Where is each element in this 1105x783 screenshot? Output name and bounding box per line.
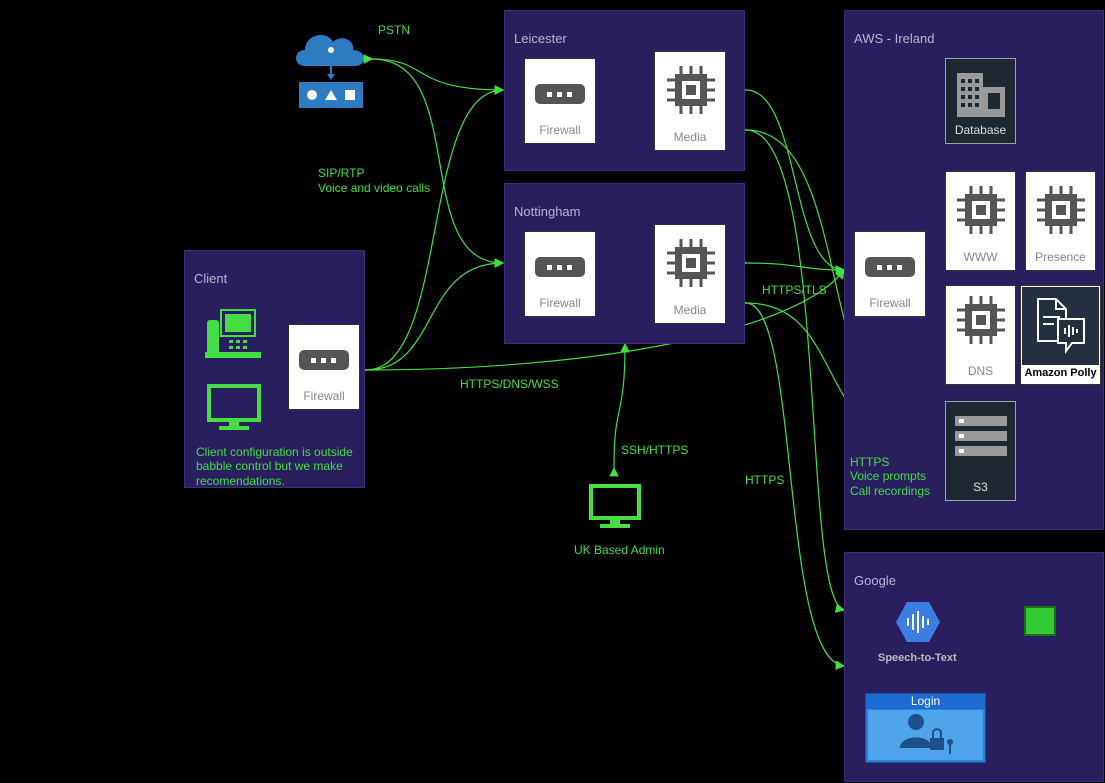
green-widget-icon [1024,606,1056,636]
firewall-node[interactable]: Firewall [288,324,360,410]
zone-nottingham: Nottingham Firewall Media [504,183,745,344]
zone-aws-ireland: AWS - Ireland Firewall Database WWW Pres… [844,10,1104,530]
cloud-phone-icon [293,20,365,112]
cpu-icon [1037,186,1085,234]
firewall-node[interactable]: Firewall [524,231,596,317]
node-label: WWW [963,250,998,264]
speech-to-text-icon [896,602,940,642]
node-label: Media [673,303,707,317]
building-icon [957,73,1005,117]
s3-node[interactable]: S3 [945,401,1016,501]
pstn-label: PSTN [378,23,411,37]
node-label: Firewall [539,296,581,310]
firewall-icon [865,257,915,277]
desk-phone-icon [205,309,261,358]
login-title: Login [866,694,985,709]
firewall-node[interactable]: Firewall [854,231,926,317]
zone-google: Google Speech-to-Text Login [844,552,1104,782]
monitor-icon [589,484,641,528]
node-label: DNS [967,364,994,378]
firewall-node[interactable]: Firewall [524,58,596,144]
client-note-line2: babble control but we make [196,459,343,473]
www-node[interactable]: WWW [945,171,1016,271]
zone-title: Leicester [514,31,567,46]
dns-node[interactable]: DNS [945,285,1016,385]
sip-label-line1: SIP/RTP [318,166,365,180]
node-label: Firewall [869,296,911,310]
cpu-icon [667,66,715,114]
zone-title: AWS - Ireland [854,31,935,46]
node-label: Amazon Polly [1024,367,1097,379]
cpu-icon [667,239,715,287]
zone-leicester: Leicester Firewall Media [504,10,745,171]
node-label: Firewall [303,389,345,403]
polly-node[interactable]: Amazon Polly [1020,285,1101,385]
login-body [868,710,983,760]
firewall-icon [535,84,585,104]
speech-to-text-label: Speech-to-Text [878,652,957,664]
media-node[interactable]: Media [654,224,726,324]
admin-label: UK Based Admin [574,543,665,557]
cpu-icon [957,186,1005,234]
database-node[interactable]: Database [945,58,1016,144]
node-label: Database [954,123,1007,137]
s3-label-line3: Call recordings [850,484,931,498]
zone-title: Client [194,271,228,286]
s3-label-line1: HTTPS [850,455,890,469]
client-note-line1: Client configuration is outside [196,445,353,459]
zone-client: Client Firewall Client configuration is … [184,250,365,488]
cpu-icon [957,296,1005,344]
document-audio-icon [1037,298,1085,354]
media-node[interactable]: Media [654,51,726,151]
https-dns-wss-label: HTTPS/DNS/WSS [460,377,559,391]
login-panel[interactable]: Login [865,693,986,763]
monitor-icon [207,384,261,430]
zone-title: Google [854,573,896,588]
zone-title: Nottingham [514,204,581,219]
presence-node[interactable]: Presence [1025,171,1096,271]
https-tls-label: HTTPS/TLS [762,283,827,297]
firewall-icon [299,350,349,370]
node-label: Media [673,130,707,144]
polly-tile [1022,287,1099,365]
sip-label-line2: Voice and video calls [318,181,431,195]
node-label: S3 [973,480,988,494]
ssh-https-label: SSH/HTTPS [621,443,689,457]
login-icon [900,714,953,754]
client-note-line3: recomendations. [196,474,285,488]
s3-label-line2: Voice prompts [850,469,927,483]
https-label: HTTPS [745,473,785,487]
firewall-icon [535,257,585,277]
server-rack-icon [955,416,1007,456]
node-label: Firewall [539,123,581,137]
node-label: Presence [1035,250,1086,264]
